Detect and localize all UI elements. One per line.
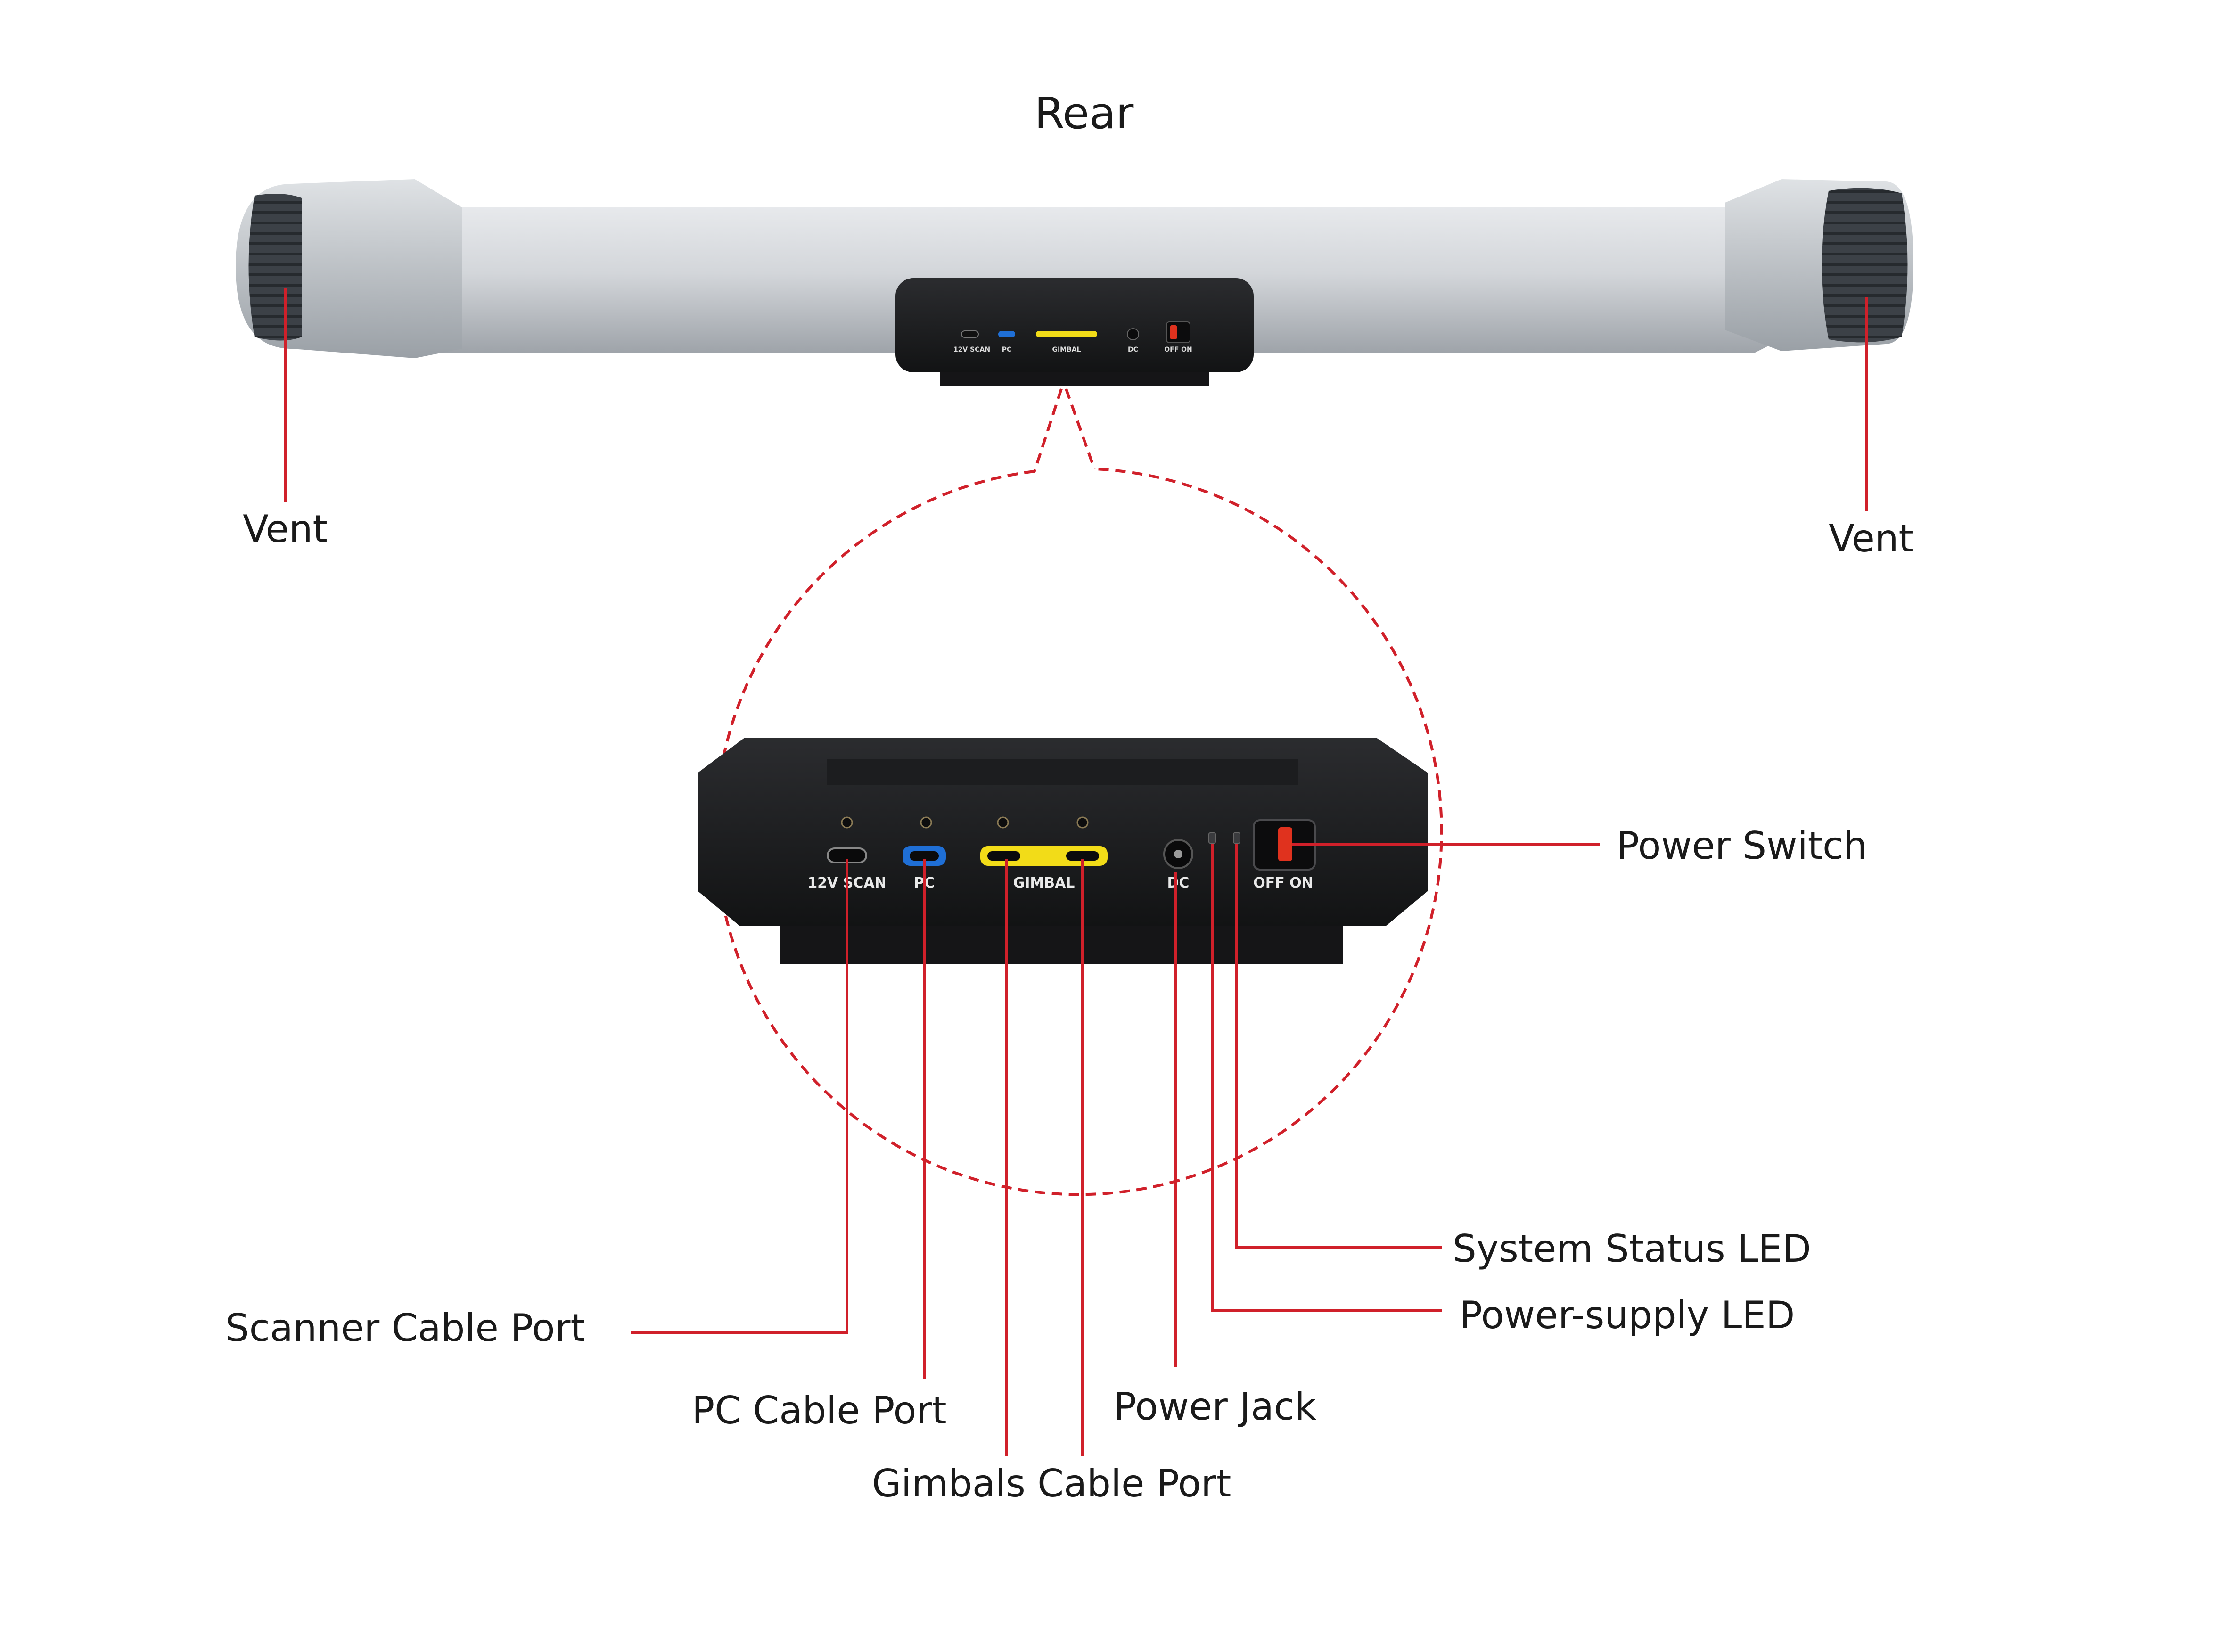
pc-port-label: PC <box>1002 346 1012 353</box>
zoom-dc-label: DC <box>1167 875 1190 891</box>
system-status-led-label: System Status LED <box>1453 1227 1811 1271</box>
rocker-switch-icon <box>1166 321 1190 343</box>
switch-label: OFF ON <box>1164 346 1192 353</box>
gimbal-ports <box>980 846 1108 866</box>
page-title: Rear <box>1035 88 1134 139</box>
system-status-led <box>1233 832 1240 844</box>
zoom-gimbal-label: GIMBAL <box>1013 875 1075 891</box>
power-supply-led <box>1208 832 1216 844</box>
pc-cable-port-label: PC Cable Port <box>692 1389 947 1432</box>
scan-port-label: 12V SCAN <box>953 346 990 353</box>
zoom-callout <box>714 388 1443 1196</box>
zoom-switch-label: OFF ON <box>1253 875 1314 891</box>
scanner-cable-port-label: Scanner Cable Port <box>225 1306 585 1350</box>
gimbals-cable-port-label: Gimbals Cable Port <box>872 1462 1231 1505</box>
vent-right-label: Vent <box>1829 517 1913 560</box>
power-jack-label: Power Jack <box>1114 1385 1317 1429</box>
power-supply-led-label: Power-supply LED <box>1460 1293 1795 1337</box>
dc-port-label: DC <box>1128 346 1138 353</box>
usb-c-port-icon <box>1036 331 1097 337</box>
vent-left-label: Vent <box>243 507 328 551</box>
power-switch-label: Power Switch <box>1617 824 1867 868</box>
usb-c-port-icon <box>961 330 979 338</box>
vent-grille-icon <box>1822 188 1908 343</box>
zoomed-hub: 12V SCAN PC GIMBAL DC OFF ON <box>698 738 1428 964</box>
rear-device-bar: 12V SCAN PC GIMBAL DC OFF ON <box>236 179 1913 386</box>
usb-c-port-icon <box>998 331 1015 337</box>
dc-jack-icon <box>1127 328 1139 340</box>
gimbal-port-label: GIMBAL <box>1052 346 1081 353</box>
vent-grille-icon <box>248 194 302 341</box>
leader-lines <box>631 843 1600 1456</box>
